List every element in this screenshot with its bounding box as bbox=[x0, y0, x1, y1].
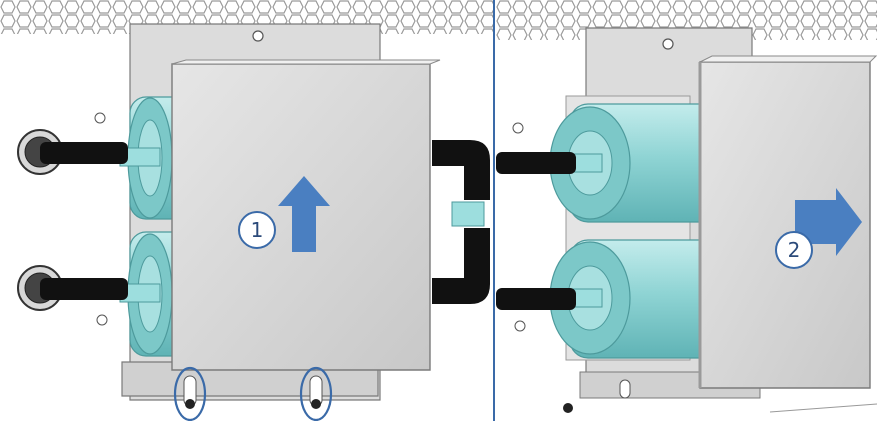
right-panel: 2 bbox=[496, 0, 877, 413]
step-callout-1: 1 bbox=[238, 211, 276, 249]
step-callout-2: 2 bbox=[775, 231, 813, 269]
plate-hole bbox=[662, 38, 674, 50]
highlight-circle bbox=[299, 366, 333, 421]
plate-hole bbox=[252, 30, 264, 42]
wall-hole bbox=[96, 314, 108, 326]
highlight-circle bbox=[173, 366, 207, 421]
wall-hole bbox=[512, 122, 524, 134]
slot-screw-right bbox=[299, 366, 333, 421]
screw bbox=[563, 403, 573, 413]
fitting-top-left bbox=[496, 152, 576, 174]
elbow-connector bbox=[432, 140, 490, 304]
wall-hole bbox=[514, 320, 526, 332]
wall-hole bbox=[94, 112, 106, 124]
fitting-top-left bbox=[17, 129, 128, 175]
up-arrow-icon bbox=[278, 176, 330, 252]
step-number-1: 1 bbox=[251, 218, 264, 242]
slot-screw-left bbox=[173, 366, 207, 421]
step-number-2: 2 bbox=[788, 238, 801, 262]
right-arrow-icon bbox=[795, 188, 862, 256]
left-panel: 1 bbox=[0, 0, 494, 421]
fitting-bottom-left bbox=[496, 288, 576, 310]
fitting-bottom-left bbox=[17, 265, 128, 311]
